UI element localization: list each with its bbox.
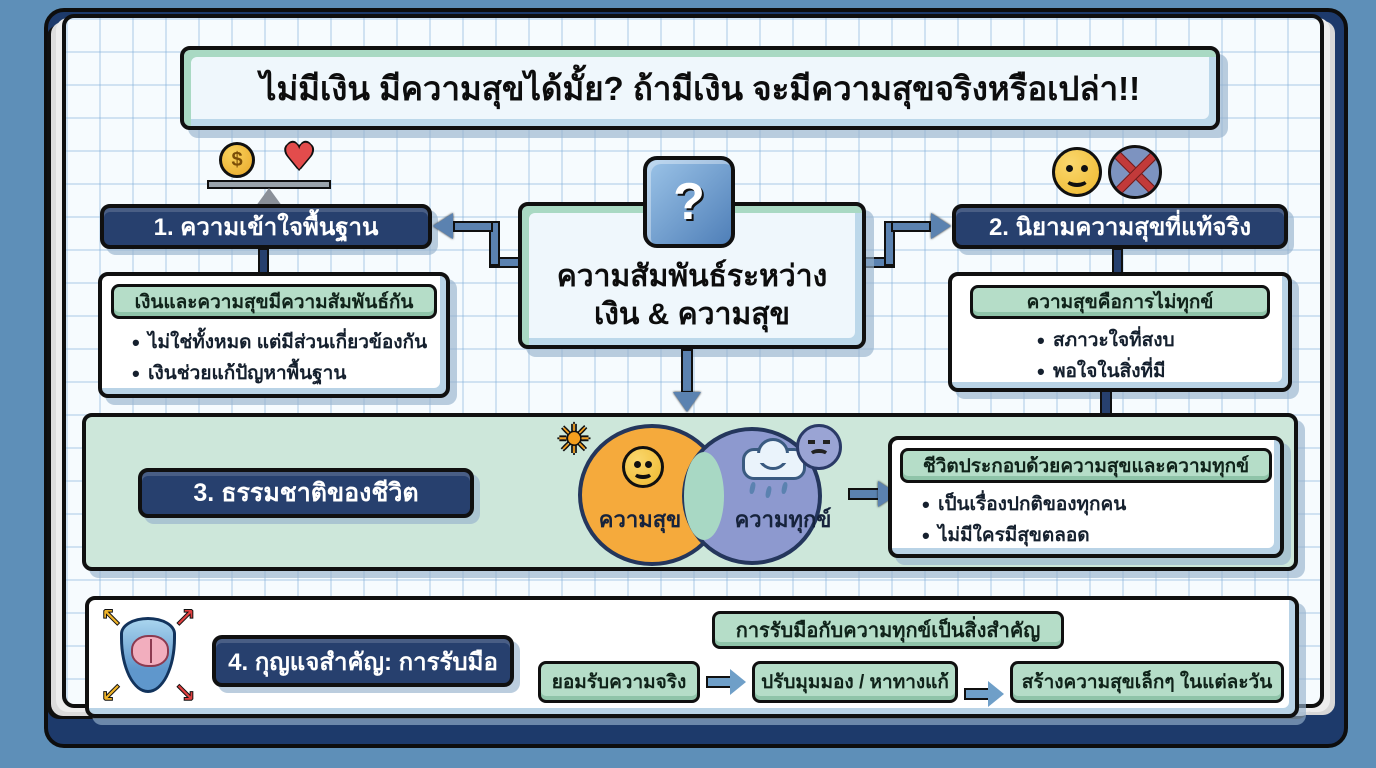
rain-cloud-icon (742, 438, 806, 480)
step-create-small-happiness: สร้างความสุขเล็กๆ ในแต่ละวัน (1010, 661, 1284, 703)
venn-suffering-label: ความทุกข์ (734, 507, 832, 532)
arrow-to-section1 (433, 213, 453, 239)
section3-header-label: 3. ธรรมชาติของชีวิต (193, 479, 419, 507)
shield-brain-icon: ↖ ↗ ↙ ↘ (98, 603, 198, 708)
section2-header: 2. นิยามความสุขที่แท้จริง (952, 204, 1288, 249)
section2-connector (1112, 248, 1123, 275)
balance-scale-icon: $ ♥ (205, 137, 335, 210)
section3-bullets: เป็นเรื่องปกติของทุกคน ไม่มีใครมีสุขตลอด (892, 489, 1280, 551)
happy-face-icon (1052, 147, 1102, 197)
arrow-se-icon: ↘ (173, 678, 197, 708)
section2-bullet-2: พอใจในสิ่งที่มี (1037, 356, 1288, 387)
eye-icon (633, 461, 641, 469)
section1-connector (258, 248, 269, 275)
step1-label: ยอมรับความจริง (551, 672, 687, 693)
section2-pill-label: ความสุขคือการไม่ทุกข์ (1026, 292, 1214, 313)
arrow-to-band (673, 392, 701, 412)
section3-pill: ชีวิตประกอบด้วยความสุขและความทุกข์ (900, 448, 1272, 483)
section4-header-label: 4. กุญแจสำคัญ: การรับมือ (228, 648, 498, 676)
arrow-sw-icon: ↙ (100, 678, 124, 708)
eye-icon (807, 439, 815, 444)
sad-face-icon (796, 424, 842, 470)
flow-arrow-icon (964, 681, 1004, 707)
left-elbow-segment (453, 221, 493, 232)
coin-icon: $ (219, 142, 255, 178)
step3-label: สร้างความสุขเล็กๆ ในแต่ละวัน (1021, 672, 1273, 693)
section1-pill: เงินและความสุขมีความสัมพันธ์กัน (111, 284, 437, 319)
section4-header: 4. กุญแจสำคัญ: การรับมือ (212, 635, 514, 687)
step-accept-reality: ยอมรับความจริง (538, 661, 700, 703)
left-elbow-segment (489, 221, 500, 266)
brain-icon (131, 635, 169, 667)
section1-box: เงินและความสุขมีความสัมพันธ์กัน ไม่ใช่ทั… (98, 272, 450, 398)
smile-icon (1064, 170, 1090, 187)
section1-header-label: 1. ความเข้าใจพื้นฐาน (153, 214, 379, 241)
eye-icon (645, 461, 653, 469)
venn-overlap (684, 452, 724, 540)
arrow-to-section2 (931, 213, 951, 239)
section4-pill: การรับมือกับความทุกข์เป็นสิ่งสำคัญ (712, 611, 1064, 649)
section2-pill: ความสุขคือการไม่ทุกข์ (970, 285, 1270, 319)
heart-icon: ♥ (283, 137, 316, 178)
section2-to-band-connector (1100, 390, 1112, 415)
arrow-ne-icon: ↗ (173, 603, 197, 633)
smile-icon (632, 466, 654, 480)
step2-label: ปรับมุมมอง / หาทางแก้ (761, 672, 949, 693)
no-sadness-icon (1108, 145, 1162, 199)
flow-arrow-icon (706, 669, 746, 695)
section2-box: ความสุขคือการไม่ทุกข์ สภาวะใจที่สงบ พอใจ… (948, 272, 1292, 392)
central-line1: ความสัมพันธ์ระหว่าง (556, 260, 828, 293)
center-down-connector (681, 349, 693, 393)
sun-icon: ☀ (556, 417, 592, 463)
eye-icon (823, 439, 831, 444)
section3-bullet-1: เป็นเรื่องปกติของทุกคน (922, 489, 1280, 520)
section2-bullets: สภาวะใจที่สงบ พอใจในสิ่งที่มี (952, 325, 1288, 387)
question-mark-icon: ? (643, 156, 735, 248)
venn-happiness-label: ความสุข (598, 507, 682, 532)
eye-icon (1065, 164, 1073, 172)
happy-face-small-icon (622, 446, 664, 488)
question-mark-glyph: ? (673, 173, 705, 231)
venn-arrow-shaft (848, 488, 880, 500)
title-banner: ไม่มีเงิน มีความสุขได้มั้ย? ถ้ามีเงิน จะ… (180, 46, 1220, 130)
section2-bullet-1: สภาวะใจที่สงบ (1037, 325, 1288, 356)
right-elbow-segment (891, 221, 931, 232)
section1-header: 1. ความเข้าใจพื้นฐาน (100, 204, 432, 249)
central-line2: เงิน & ความสุข (593, 297, 791, 331)
right-elbow-segment (884, 221, 895, 266)
section2-header-label: 2. นิยามความสุขที่แท้จริง (988, 214, 1252, 241)
section3-box: ชีวิตประกอบด้วยความสุขและความทุกข์ เป็นเ… (888, 436, 1284, 558)
page-title: ไม่มีเงิน มีความสุขได้มั้ย? ถ้ามีเงิน จะ… (259, 69, 1141, 107)
section3-pill-label: ชีวิตประกอบด้วยความสุขและความทุกข์ (922, 455, 1250, 477)
section3-header: 3. ธรรมชาติของชีวิต (138, 468, 474, 518)
arrow-nw-icon: ↖ (100, 603, 124, 633)
step-adjust-perspective: ปรับมุมมอง / หาทางแก้ (752, 661, 958, 703)
eye-icon (1081, 164, 1089, 172)
frown-icon (809, 448, 829, 463)
section1-bullet-2: เงินช่วยแก้ปัญหาพื้นฐาน (132, 358, 446, 389)
section3-bullet-2: ไม่มีใครมีสุขตลอด (922, 520, 1280, 551)
section1-bullets: ไม่ใช่ทั้งหมด แต่มีส่วนเกี่ยวข้องกัน เงิ… (102, 327, 446, 389)
section4-pill-label: การรับมือกับความทุกข์เป็นสิ่งสำคัญ (735, 620, 1041, 642)
central-topic-box: ความสัมพันธ์ระหว่าง เงิน & ความสุข (518, 202, 866, 349)
section1-pill-label: เงินและความสุขมีความสัมพันธ์กัน (134, 291, 414, 313)
coin-symbol: $ (231, 148, 243, 171)
section1-bullet-1: ไม่ใช่ทั้งหมด แต่มีส่วนเกี่ยวข้องกัน (132, 327, 446, 358)
